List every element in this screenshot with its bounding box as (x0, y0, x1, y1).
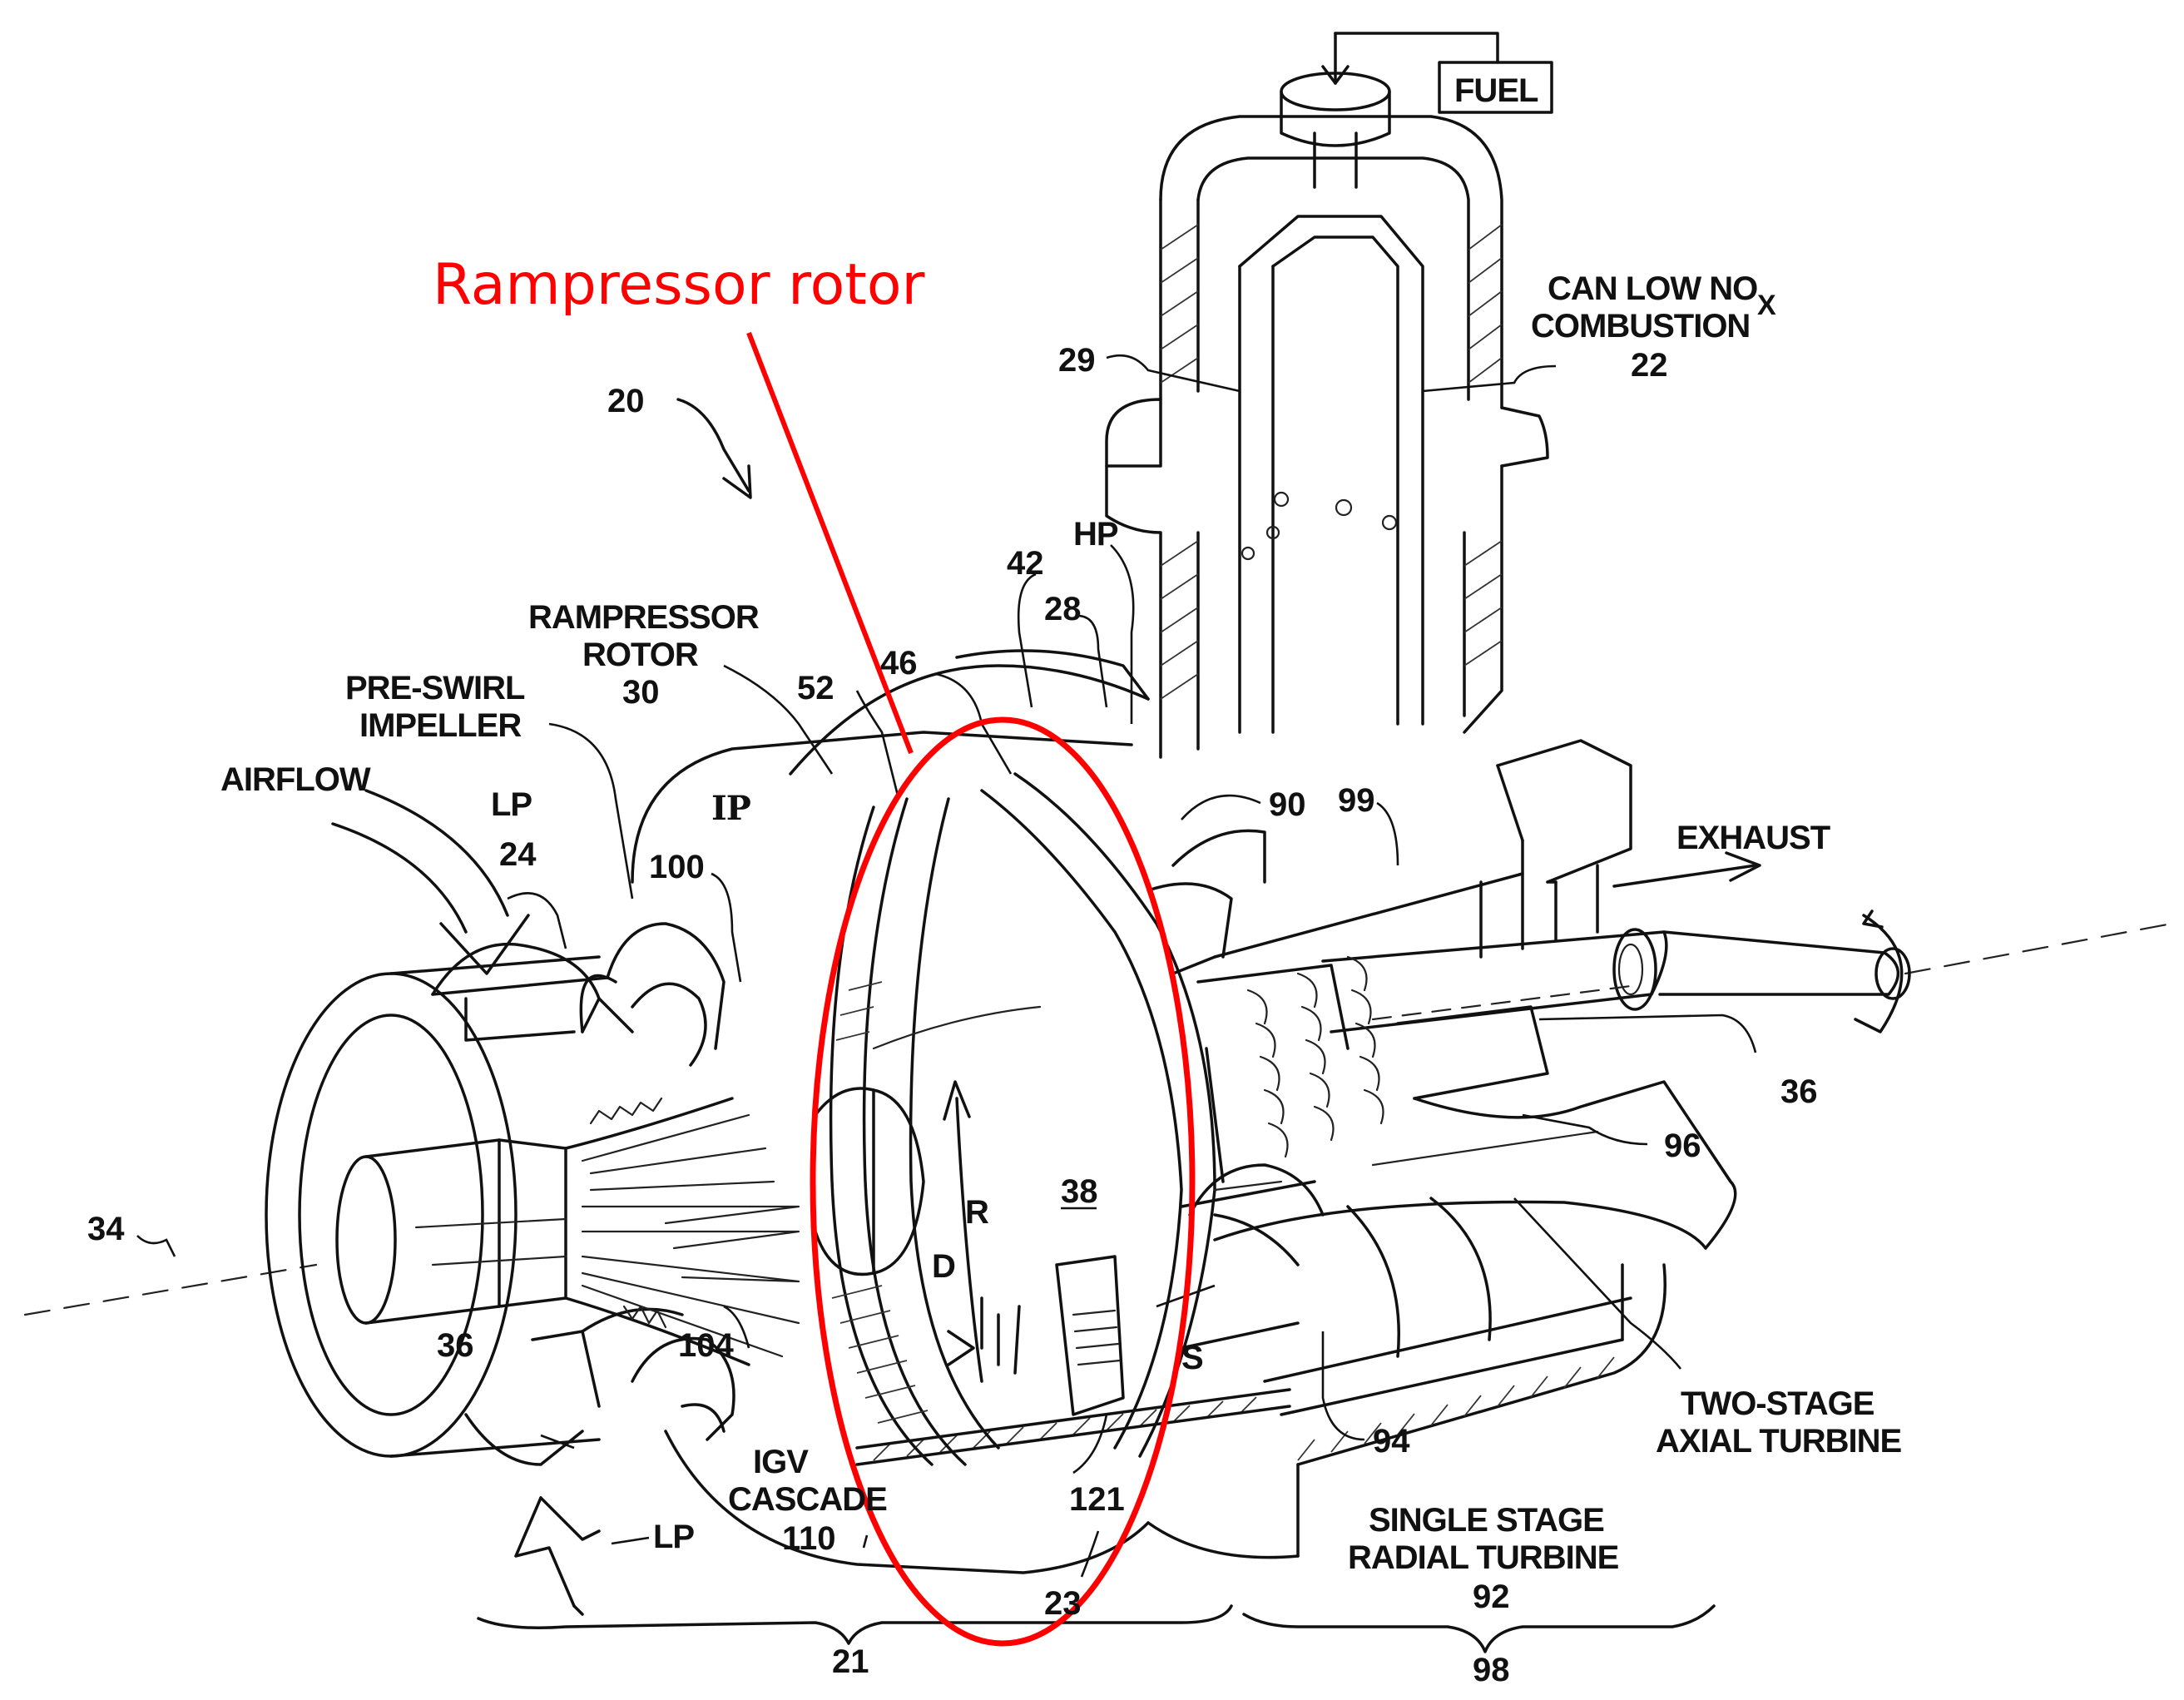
ip-label: IP (711, 789, 751, 828)
two-stage-axial-line2: AXIAL TURBINE (1656, 1423, 1901, 1460)
rampressor-rotor-line2: ROTOR (582, 637, 699, 673)
fuel-inlet (1280, 32, 1553, 189)
single-stage-radial-line2: RADIAL TURBINE (1348, 1539, 1619, 1576)
label-42: 42 (1007, 545, 1044, 582)
combustor-can (1105, 115, 1549, 759)
rotor-highlight-ellipse (810, 716, 1196, 1647)
label-94: 94 (1373, 1423, 1410, 1460)
center-axis (23, 922, 2173, 1316)
leader-lines (136, 354, 1757, 1578)
exhaust-arrow (1612, 851, 1761, 888)
single-stage-radial-line1: SINGLE STAGE (1369, 1502, 1604, 1539)
outer-housing (631, 649, 1737, 1574)
can-combustion-line2: COMBUSTION (1531, 308, 1750, 344)
label-104: 104 (678, 1327, 734, 1364)
preswirl-impeller-line2: IMPELLER (359, 707, 522, 744)
label-30: 30 (622, 674, 660, 711)
label-24: 24 (499, 836, 537, 873)
can-combustion-subscript: X (1757, 290, 1776, 321)
preswirl-impeller-line1: PRE-SWIRL (345, 670, 525, 706)
fuel-box (1438, 61, 1553, 114)
label-29: 29 (1058, 342, 1096, 379)
axial-turbine-blades (1246, 955, 1384, 1158)
output-shaft (1321, 909, 1911, 1033)
rotor-disk-hatch (831, 981, 929, 1424)
combustor-wall-hatch (1160, 224, 1503, 700)
exhaust-label: EXHAUST (1676, 820, 1830, 856)
igv-cascade-line1: IGV (753, 1444, 809, 1480)
two-stage-axial-line1: TWO-STAGE (1681, 1385, 1874, 1422)
fuel-label: FUEL (1454, 72, 1538, 109)
airflow-arrow-bottom (514, 1496, 601, 1616)
s-label: S (1181, 1340, 1203, 1376)
igv-cascade-line2: CASCADE (728, 1481, 887, 1518)
label-38: 38 (1061, 1173, 1098, 1210)
label-110: 110 (782, 1520, 836, 1557)
label-121: 121 (1069, 1481, 1125, 1518)
label-23: 23 (1044, 1585, 1082, 1622)
hp-label: HP (1073, 516, 1118, 553)
label-46: 46 (880, 645, 918, 681)
label-36-right: 36 (1780, 1073, 1818, 1110)
label-21: 21 (832, 1643, 869, 1680)
airflow-arrow-top (331, 789, 530, 975)
label-22: 22 (1631, 347, 1668, 384)
label-34: 34 (87, 1211, 125, 1247)
label-28: 28 (1044, 591, 1082, 627)
flow-arrow-20 (676, 398, 752, 499)
rampressor-rotor (814, 772, 1316, 1466)
exhaust-duct (1171, 739, 1632, 975)
rampressor-annotation: Rampressor rotor (433, 252, 1196, 1647)
label-96: 96 (1664, 1128, 1701, 1164)
d-label: D (932, 1248, 955, 1285)
lp-label-top: LP (491, 786, 532, 823)
label-100: 100 (649, 849, 705, 885)
airflow-label: AIRFLOW (220, 761, 371, 798)
label-36-left: 36 (437, 1327, 474, 1364)
can-combustion-line1: CAN LOW NO (1548, 270, 1757, 307)
label-99: 99 (1338, 782, 1375, 819)
inlet-housing (265, 922, 735, 1466)
r-label: R (965, 1194, 989, 1231)
lp-label-bottom: LP (653, 1519, 694, 1555)
preswirl-impeller (564, 1097, 800, 1366)
label-92: 92 (1473, 1579, 1510, 1615)
housing-bottom-hatch (873, 1356, 1615, 1461)
annotation-label: Rampressor rotor (433, 252, 924, 318)
label-20: 20 (607, 383, 645, 419)
brace-21 (477, 1604, 1233, 1645)
brace-98 (1242, 1604, 1716, 1653)
labels: FUEL CAN LOW NO X COMBUSTION 22 29 20 HP… (87, 72, 1902, 1688)
label-52: 52 (797, 670, 834, 706)
label-90: 90 (1269, 786, 1306, 823)
label-98: 98 (1473, 1652, 1510, 1688)
rampressor-rotor-line1: RAMPRESSOR (528, 599, 760, 636)
turbine-section (1146, 829, 1732, 1266)
